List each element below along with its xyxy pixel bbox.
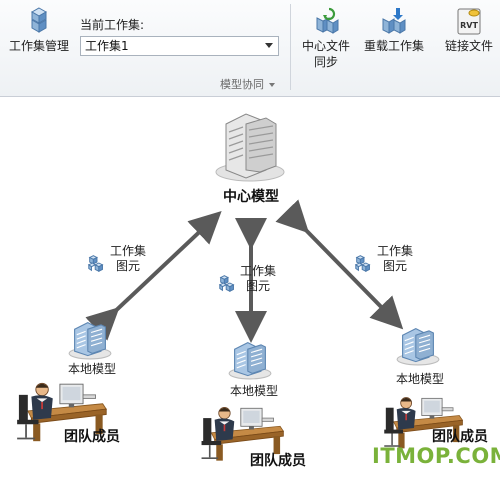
rvt-icon-text: RVT <box>460 21 478 30</box>
reload-latest-button[interactable]: 重载工作集 <box>360 6 428 54</box>
reload-latest-icon <box>382 8 406 34</box>
rvt-file-icon: RVT <box>457 8 481 35</box>
sync-arrow-left <box>85 211 222 341</box>
sync-with-central-icon <box>316 7 339 34</box>
sync-with-central-label: 中心文件 同步 <box>301 39 350 69</box>
panel-expand-icon <box>269 83 275 87</box>
local-model-building-icon-right <box>396 328 440 366</box>
workset-element-label-right: 工作集 图元 <box>376 244 413 273</box>
local-model-label-left: 本地模型 <box>67 362 116 376</box>
watermark-text: ITMOP.COM <box>372 444 500 468</box>
central-model-building-icon <box>215 113 285 182</box>
central-model-label: 中心模型 <box>223 189 279 205</box>
local-model-building-icon-left <box>68 322 112 360</box>
local-model-label-right: 本地模型 <box>395 372 444 386</box>
panel-title-text: 模型协同 <box>220 78 264 91</box>
current-workset-value: 工作集1 <box>85 39 129 53</box>
worksets-icon <box>30 7 48 33</box>
local-model-building-icon-center <box>228 342 272 380</box>
ribbon-separator <box>290 4 291 90</box>
team-member-label-left: 团队成员 <box>64 429 120 445</box>
current-workset-label: 当前工作集: <box>80 18 145 32</box>
workset-cubes-icon-left <box>88 255 103 272</box>
workset-cubes-icon-right <box>355 255 370 272</box>
ribbon-toolbar: 工作集管理 当前工作集: 工作集1 中心文件 同步 重载工作集 <box>0 0 500 97</box>
manage-worksets-button[interactable]: 工作集管理 <box>6 6 72 54</box>
sync-arrow-right <box>275 199 404 330</box>
model-collaboration-panel-title[interactable]: 模型协同 <box>220 76 275 92</box>
current-workset-dropdown[interactable]: 工作集1 <box>80 36 279 56</box>
workset-element-label-center: 工作集 图元 <box>239 264 276 293</box>
team-member-label-center: 团队成员 <box>250 453 306 469</box>
chevron-down-icon <box>265 43 273 48</box>
local-model-label-center: 本地模型 <box>229 384 278 398</box>
workset-cubes-icon-center <box>219 275 234 292</box>
manage-worksets-label: 工作集管理 <box>8 39 69 53</box>
linked-file-label: 链接文件 <box>444 39 493 53</box>
workset-element-label-left: 工作集 图元 <box>109 244 146 273</box>
collaboration-diagram <box>16 113 464 462</box>
sync-with-central-button[interactable]: 中心文件 同步 <box>297 6 355 70</box>
linked-file-button[interactable]: RVT 链接文件 <box>440 6 498 54</box>
team-member-label-right: 团队成员 <box>432 429 488 445</box>
reload-latest-label: 重载工作集 <box>363 39 424 53</box>
